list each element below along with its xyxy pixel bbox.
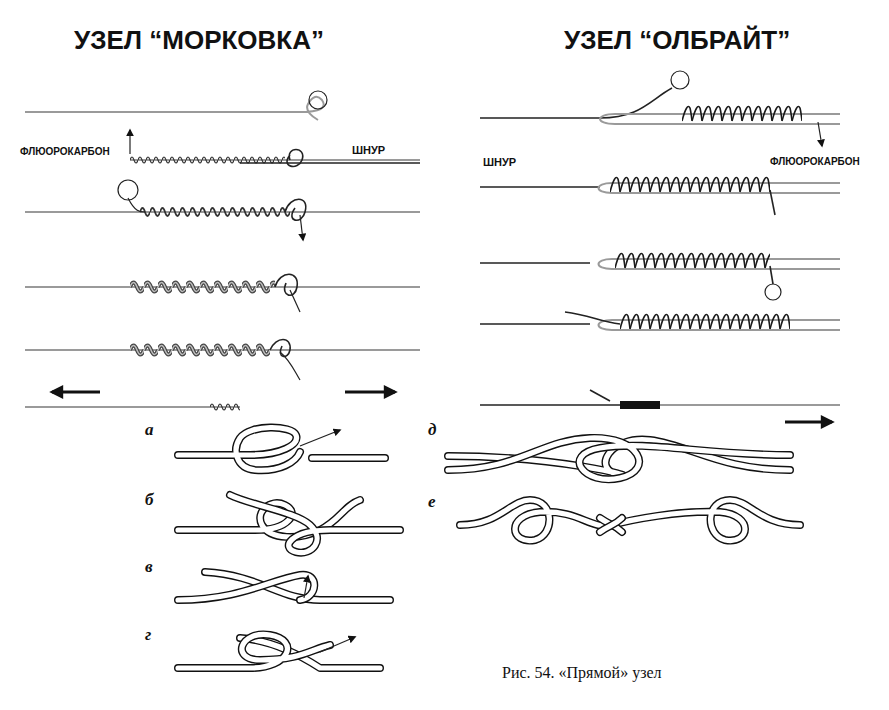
knot-heading: УЗЕЛ “ОЛБРАЙТ”	[562, 26, 792, 56]
figure-caption: Рис. 54. «Прямой» узел	[500, 664, 664, 682]
line-label: ФЛЮОРОКАРБОН	[18, 146, 112, 158]
figure-letter: б	[143, 490, 155, 510]
figure-letter: в	[143, 557, 155, 577]
albright-knot-steps	[480, 71, 840, 422]
figure-letter: а	[143, 420, 156, 440]
carrot-knot-steps	[25, 91, 420, 413]
line-label: ШНУР	[350, 144, 387, 157]
knot-heading: УЗЕЛ “МОРКОВКА”	[72, 26, 326, 56]
reef-knot-figures	[178, 427, 800, 668]
line-label: ШНУР	[481, 156, 518, 169]
figure-letter: е	[426, 492, 438, 512]
figure-letter: д	[426, 420, 438, 440]
figure-letter: г	[143, 625, 153, 645]
line-label: ФЛЮОРОКАРБОН	[768, 156, 862, 168]
